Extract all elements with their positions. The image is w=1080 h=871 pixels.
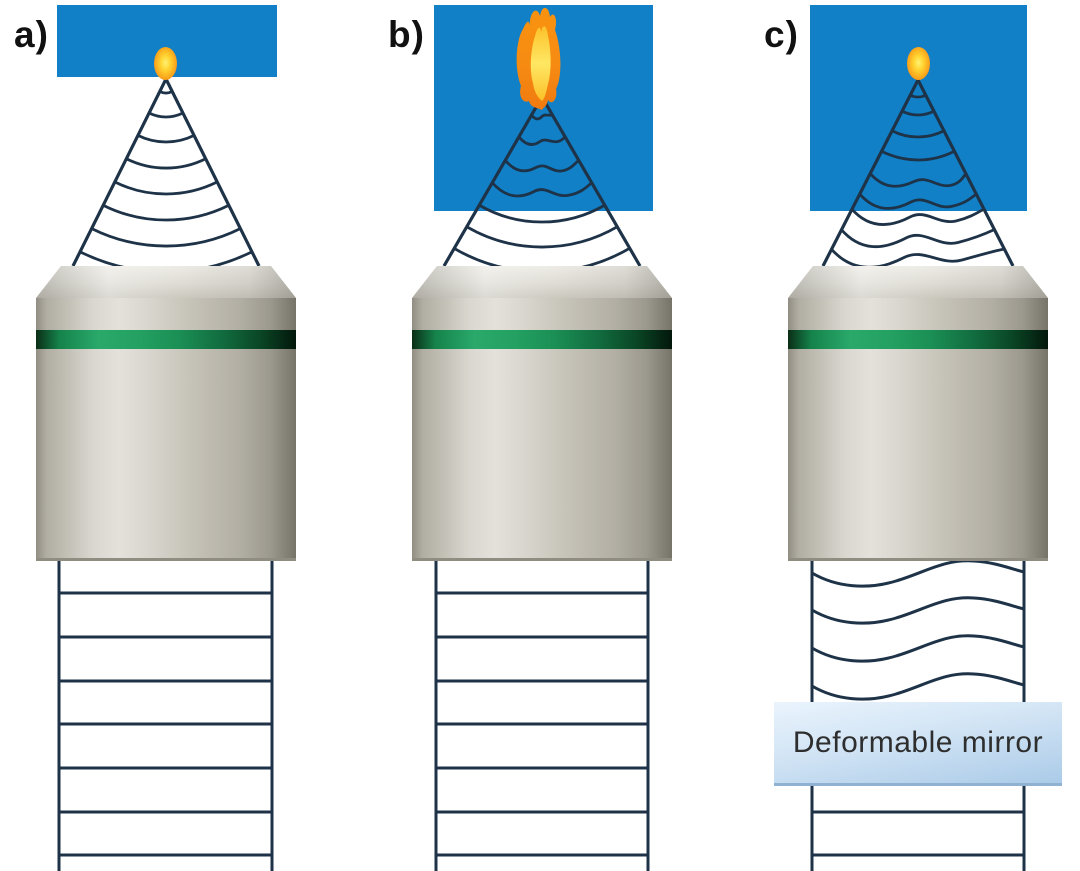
sample-slab-c [810, 5, 1027, 211]
point-source-a [154, 47, 177, 80]
deformable-mirror: Deformable mirror [774, 702, 1062, 786]
beam-flat-a [57, 561, 274, 871]
wavefront-cone-b [442, 7, 642, 274]
objective-green-band-b [412, 330, 672, 349]
wavefront-cone-a [71, 78, 261, 274]
objective-body-b [412, 298, 672, 561]
panel-label-a: a) [14, 14, 49, 55]
point-source-c [907, 47, 930, 80]
deformable-mirror-label: Deformable mirror [792, 725, 1044, 759]
objective-green-band-a [36, 330, 296, 349]
objective-top-a [36, 266, 296, 298]
panel-label-b: b) [388, 14, 425, 55]
objective-body-a [36, 298, 296, 561]
objective-top-b [412, 266, 672, 298]
objective-green-band-c [788, 330, 1048, 349]
objective-top-c [788, 266, 1048, 298]
objective-body-c [788, 298, 1048, 561]
panel-label-c: c) [764, 14, 799, 55]
wavefront-cone-c [821, 79, 1015, 269]
beam-flat-b [434, 561, 650, 871]
flame-core [530, 26, 551, 102]
